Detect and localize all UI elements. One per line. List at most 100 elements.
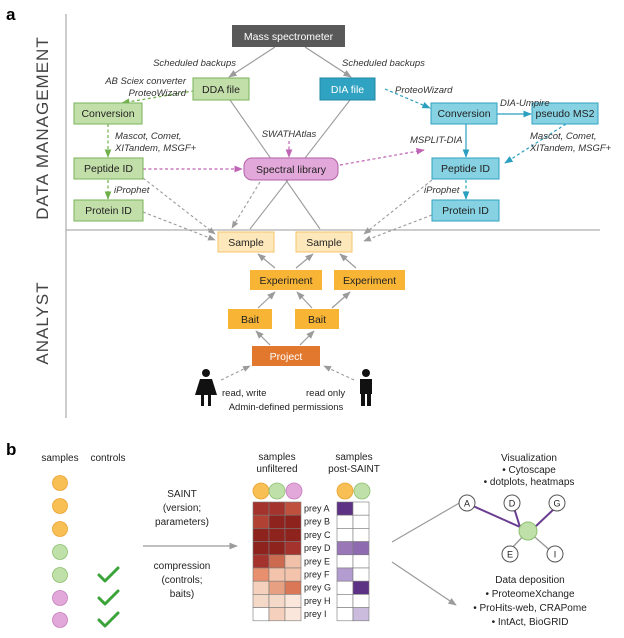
post-saint-cell bbox=[352, 594, 370, 608]
heatmap-cell bbox=[252, 567, 270, 582]
heatmap-post-saint-title-1: samples bbox=[335, 452, 372, 463]
node-experiment-2: Experiment bbox=[334, 270, 405, 290]
heatmap-cell bbox=[268, 514, 286, 529]
node-protein-id-left: Protein ID bbox=[73, 199, 144, 222]
heatmap-cell bbox=[268, 607, 286, 622]
permission-read-only: read only bbox=[306, 388, 345, 399]
network-node-g bbox=[548, 494, 566, 512]
heatmap-cell bbox=[252, 594, 270, 608]
heatmap-col-pink bbox=[285, 482, 303, 500]
edge-bait1-to-experiment1 bbox=[257, 291, 276, 309]
panel-a-label: a bbox=[6, 5, 16, 24]
sample-circle-green bbox=[52, 567, 68, 583]
sample-circle-pink bbox=[52, 590, 68, 606]
user-readonly-icon bbox=[360, 369, 372, 406]
data-deposition-section: Data deposition • ProteomeXchange • ProH… bbox=[473, 575, 587, 628]
node-protein-id-left-label: Protein ID bbox=[85, 205, 132, 217]
post-saint-cell bbox=[336, 554, 354, 569]
post-saint-col-orange bbox=[336, 482, 354, 500]
node-pseudo-ms2-label: pseudo MS2 bbox=[536, 108, 595, 120]
node-spectral-library-label: Spectral library bbox=[256, 164, 327, 176]
network-node-i bbox=[546, 545, 564, 563]
node-protein-id-right-label: Protein ID bbox=[442, 205, 489, 217]
node-experiment-1: Experiment bbox=[250, 270, 322, 290]
column-header-controls: controls bbox=[90, 453, 125, 464]
edge-project-to-bait1 bbox=[255, 330, 271, 346]
annotation-ab-sciex-converter: AB Sciex converter bbox=[104, 76, 187, 87]
saint-line-3: parameters) bbox=[155, 517, 209, 528]
heatmap-cell bbox=[268, 541, 286, 556]
node-sample-1-label: Sample bbox=[228, 237, 264, 249]
edge-bait2-to-experiment1 bbox=[296, 291, 313, 309]
node-dia-file-label: DIA file bbox=[331, 84, 364, 96]
annotation-scheduled-backups-right: Scheduled backups bbox=[342, 58, 425, 69]
annotation-search-engines-right-2: XITandem, MSGF+ bbox=[529, 143, 612, 154]
heatmap-cell bbox=[284, 607, 302, 622]
arrow-to-deposition bbox=[391, 561, 457, 606]
deposition-item-prohits: • ProHits-web, CRAPome bbox=[473, 603, 587, 614]
heatmap-cell bbox=[284, 554, 302, 569]
node-dda-file-label: DDA file bbox=[202, 84, 240, 96]
heatmap-col-orange bbox=[252, 482, 270, 500]
network-edge bbox=[472, 505, 521, 528]
post-saint-cell bbox=[336, 541, 354, 556]
post-saint-cell bbox=[352, 554, 370, 569]
network-node-label: D bbox=[509, 499, 516, 509]
checkmark-icon bbox=[97, 589, 120, 606]
edge-protein-right-to-sample bbox=[363, 214, 433, 242]
heatmap-cell bbox=[284, 501, 302, 516]
edge-ms-to-dia bbox=[304, 46, 352, 78]
network-edge bbox=[534, 507, 556, 528]
node-peptide-id-left-label: Peptide ID bbox=[84, 163, 133, 175]
node-spectral-library: Spectral library bbox=[243, 157, 339, 181]
network-node-label: A bbox=[464, 499, 470, 509]
network-node-e bbox=[501, 545, 519, 563]
heatmap-cell bbox=[252, 514, 270, 529]
heatmap-col-green bbox=[268, 482, 286, 500]
compression-line-2: (controls; bbox=[161, 575, 202, 586]
heatmap-cell bbox=[268, 580, 286, 595]
visualization-item-dotplots: • dotplots, heatmaps bbox=[484, 477, 575, 488]
node-sample-1: Sample bbox=[217, 231, 275, 253]
node-peptide-id-left: Peptide ID bbox=[73, 157, 144, 180]
heatmap-cell bbox=[284, 580, 302, 595]
heatmap-unfiltered-title-2: unfiltered bbox=[256, 464, 297, 475]
heatmap-cell bbox=[284, 541, 302, 556]
heatmap-cell bbox=[284, 567, 302, 582]
checkmark-icon bbox=[97, 566, 120, 583]
deposition-title: Data deposition bbox=[495, 575, 565, 586]
visualization-item-cytoscape: • Cytoscape bbox=[502, 465, 556, 476]
node-peptide-id-right: Peptide ID bbox=[431, 157, 500, 180]
annotation-proteowizard-right: ProteoWizard bbox=[395, 85, 453, 96]
heatmap-cell bbox=[252, 541, 270, 556]
edge-experiment1-to-sample2 bbox=[295, 253, 314, 269]
heatmap-cell bbox=[252, 607, 270, 622]
saint-line-1: SAINT bbox=[167, 489, 196, 500]
prey-label: prey B bbox=[304, 517, 330, 527]
sample-circle-orange bbox=[52, 521, 68, 537]
node-dda-file: DDA file bbox=[192, 77, 250, 101]
edge-experiment1-to-sample1 bbox=[257, 253, 276, 269]
node-bait-1: Bait bbox=[228, 309, 272, 329]
prey-label: prey D bbox=[304, 543, 331, 553]
heatmap-post-saint-header: samples post-SAINT bbox=[328, 452, 380, 475]
annotation-iprophet-left: iProphet bbox=[114, 185, 150, 196]
permission-read-write: read, write bbox=[222, 388, 266, 399]
deposition-item-proteomexchange: • ProteomeXchange bbox=[485, 589, 575, 600]
prey-label: prey H bbox=[304, 596, 331, 606]
user-readwrite-icon bbox=[195, 369, 217, 406]
post-saint-cell bbox=[336, 501, 354, 516]
panel-b-label: b bbox=[6, 440, 16, 459]
post-saint-cell bbox=[352, 607, 370, 622]
node-bait-2-label: Bait bbox=[308, 314, 326, 326]
heatmap-cell bbox=[268, 554, 286, 569]
edge-experiment2-to-sample2 bbox=[339, 253, 357, 269]
post-saint-cell bbox=[336, 607, 354, 622]
edge-user-readwrite bbox=[220, 365, 251, 381]
edge-peptide-left-to-sample bbox=[142, 177, 216, 235]
heatmap-post-saint bbox=[336, 501, 370, 622]
network-node-label: I bbox=[554, 550, 557, 560]
saint-description: SAINT (version; parameters) compression … bbox=[154, 489, 211, 600]
annotation-proteowizard-left: ProteoWizard bbox=[129, 88, 187, 99]
